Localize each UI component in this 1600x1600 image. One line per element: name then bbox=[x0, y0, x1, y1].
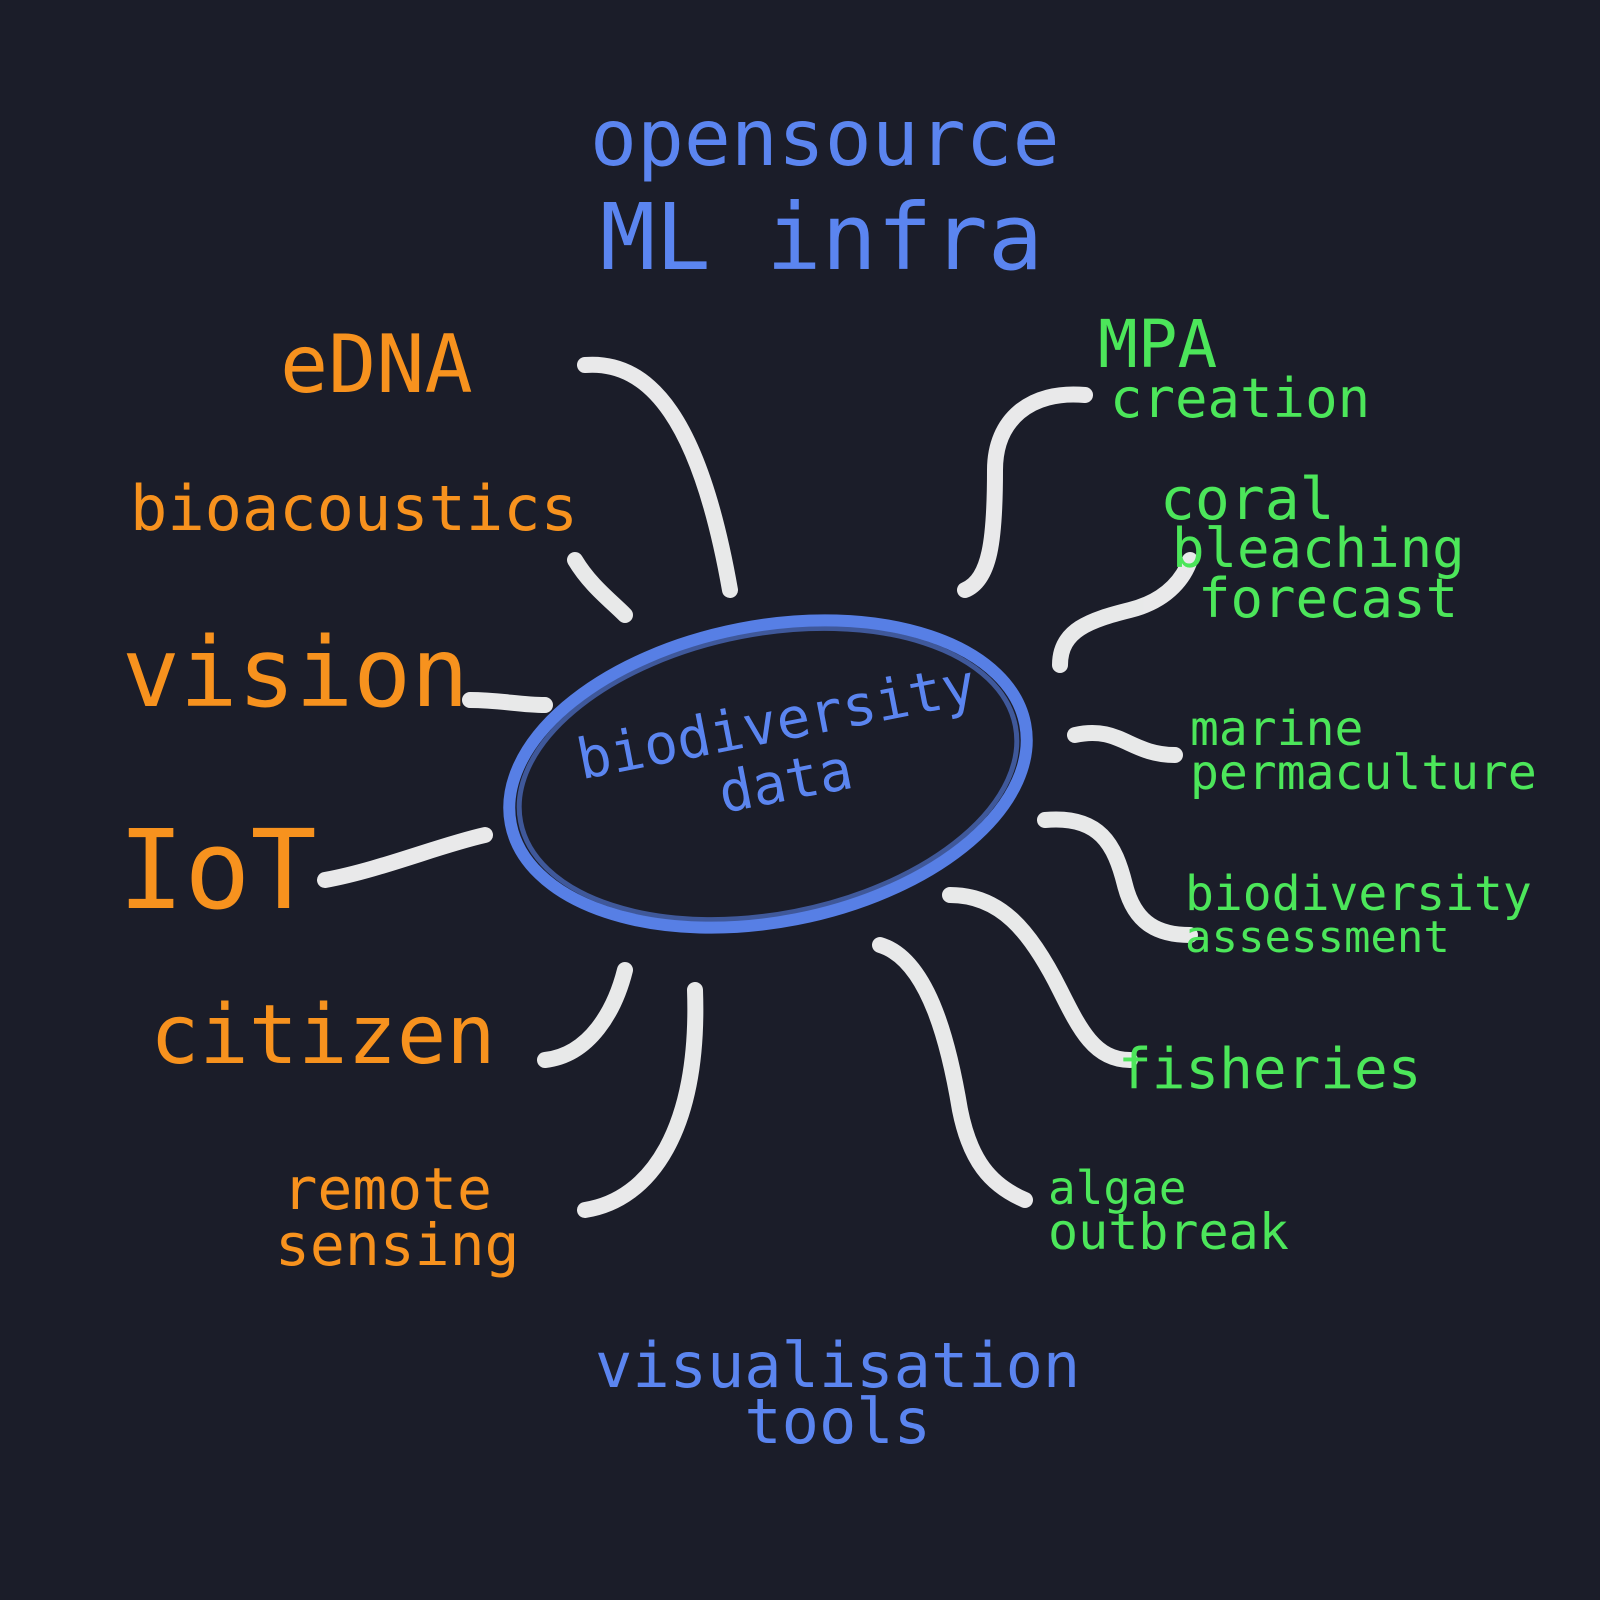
assessment-label: assessment bbox=[1185, 912, 1450, 963]
sensing-label: sensing bbox=[275, 1211, 520, 1279]
node-iot: IoT bbox=[118, 806, 317, 934]
node-biodiversity-assessment: biodiversity assessment bbox=[1185, 870, 1532, 960]
connector-assessment bbox=[1037, 811, 1198, 943]
node-remote-sensing: remote sensing bbox=[255, 1160, 519, 1274]
creation-label: creation bbox=[1110, 367, 1371, 430]
node-mpa-creation: MPA creation bbox=[1098, 312, 1370, 426]
algae-label: algae bbox=[1048, 1161, 1187, 1215]
remote-label: remote bbox=[282, 1155, 492, 1223]
opensource-label: opensource bbox=[590, 94, 1060, 184]
mpa-label: MPA bbox=[1098, 306, 1218, 383]
connector-edna bbox=[577, 356, 738, 598]
connector-algae bbox=[872, 937, 1033, 1208]
node-visualisation-tools: visualisation tools bbox=[595, 1335, 1080, 1453]
connector-coral bbox=[1052, 552, 1198, 673]
node-citizen: citizen bbox=[150, 988, 496, 1083]
node-algae-outbreak: algae outbreak bbox=[1048, 1165, 1289, 1257]
permaculture-label: permaculture bbox=[1190, 745, 1537, 801]
center-ellipse bbox=[503, 614, 1033, 934]
node-fisheries: fisheries bbox=[1118, 1037, 1422, 1102]
center-ellipse-inner bbox=[516, 625, 1020, 923]
connector-iot bbox=[317, 827, 493, 888]
node-marine-permaculture: marine permaculture bbox=[1190, 705, 1537, 797]
visualisation-label: visualisation bbox=[595, 1329, 1081, 1402]
coral-label: coral bbox=[1160, 465, 1335, 533]
forecast-label: forecast bbox=[1198, 567, 1459, 630]
tools-label: tools bbox=[744, 1385, 931, 1458]
connector-citizen bbox=[537, 962, 633, 1068]
node-vision: vision bbox=[122, 617, 469, 729]
connector-bioacoustics bbox=[567, 552, 633, 623]
connector-mpa bbox=[957, 386, 1093, 598]
node-edna: eDNA bbox=[280, 318, 473, 411]
marine-label: marine bbox=[1190, 701, 1364, 757]
node-bioacoustics: bioacoustics bbox=[130, 472, 578, 545]
outbreak-label: outbreak bbox=[1048, 1203, 1289, 1261]
connector-remote-sensing bbox=[577, 982, 704, 1218]
ml-infra-label: ML infra bbox=[600, 184, 1044, 291]
node-opensource-ml-infra: opensource ML infra bbox=[590, 100, 1060, 284]
bleaching-label: bleaching bbox=[1172, 517, 1465, 580]
biodiversity-label: biodiversity bbox=[1185, 866, 1532, 922]
node-coral-bleaching-forecast: coral bleaching forecast bbox=[1160, 470, 1465, 626]
connector-fisheries bbox=[942, 887, 1138, 1068]
connector-vision bbox=[462, 692, 553, 713]
connector-marine bbox=[1067, 725, 1183, 763]
